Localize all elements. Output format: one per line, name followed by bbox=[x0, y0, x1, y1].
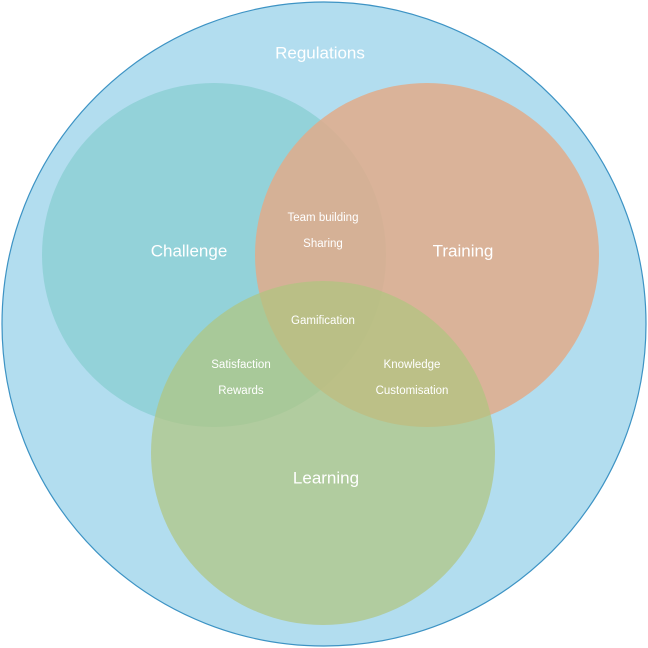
intersection-label: Team building bbox=[288, 212, 359, 224]
intersection-label: Gamification bbox=[291, 315, 355, 327]
intersection-label: Rewards bbox=[218, 385, 264, 397]
learning-circle bbox=[151, 281, 495, 625]
regulations-label: Regulations bbox=[275, 43, 365, 62]
intersection-label: Satisfaction bbox=[211, 359, 270, 371]
intersection-label: Customisation bbox=[376, 385, 449, 397]
intersection-label: Sharing bbox=[303, 238, 343, 250]
training-label: Training bbox=[433, 241, 494, 260]
intersection-label: Knowledge bbox=[384, 359, 441, 371]
challenge-label: Challenge bbox=[151, 241, 228, 260]
learning-label: Learning bbox=[293, 468, 359, 487]
